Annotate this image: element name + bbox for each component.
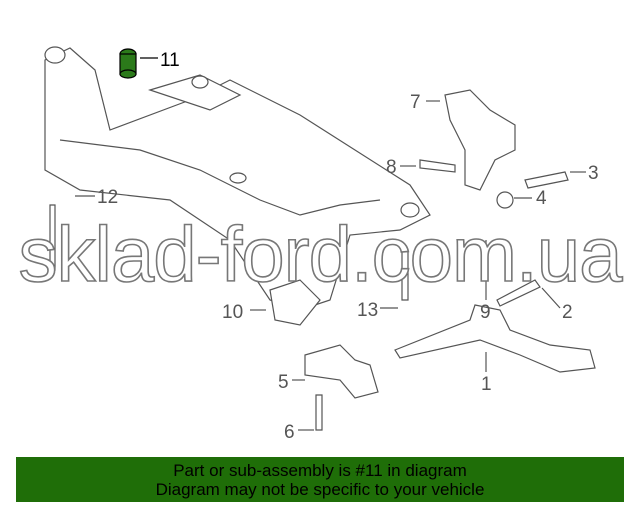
bracket-5 [304, 344, 379, 399]
part-11-bushing[interactable] [119, 48, 137, 79]
nut-4 [496, 191, 514, 209]
callout-1[interactable]: 1 [481, 374, 492, 395]
banner-line-2: Diagram may not be specific to your vehi… [155, 480, 485, 499]
callout-8[interactable]: 8 [386, 157, 397, 178]
bolt-13 [401, 249, 409, 301]
callout-3[interactable]: 3 [588, 163, 599, 184]
callout-2[interactable]: 2 [562, 302, 573, 323]
knuckle-drawing [444, 89, 516, 191]
callout-6[interactable]: 6 [284, 422, 295, 443]
leader-lines [75, 57, 586, 431]
control-arm-1 [394, 304, 596, 373]
callout-12[interactable]: 12 [97, 187, 118, 208]
callout-9[interactable]: 9 [480, 302, 491, 323]
info-banner: Part or sub-assembly is #11 in diagram D… [16, 457, 624, 502]
callout-4[interactable]: 4 [536, 188, 547, 209]
callout-7[interactable]: 7 [410, 92, 421, 113]
callout-11[interactable]: 11 [160, 50, 180, 71]
banner-line-1: Part or sub-assembly is #11 in diagram [173, 461, 467, 480]
callout-13[interactable]: 13 [357, 300, 378, 321]
bolt-6 [315, 394, 323, 431]
bolt-8 [419, 159, 456, 173]
callout-5[interactable]: 5 [278, 372, 289, 393]
bolt-3 [524, 171, 569, 189]
callout-10[interactable]: 10 [222, 302, 243, 323]
bolt-12 [49, 204, 56, 271]
watermark: sklad-ford.com.ua [18, 210, 624, 298]
bolt-2 [496, 279, 541, 307]
subframe-drawing [44, 46, 431, 326]
